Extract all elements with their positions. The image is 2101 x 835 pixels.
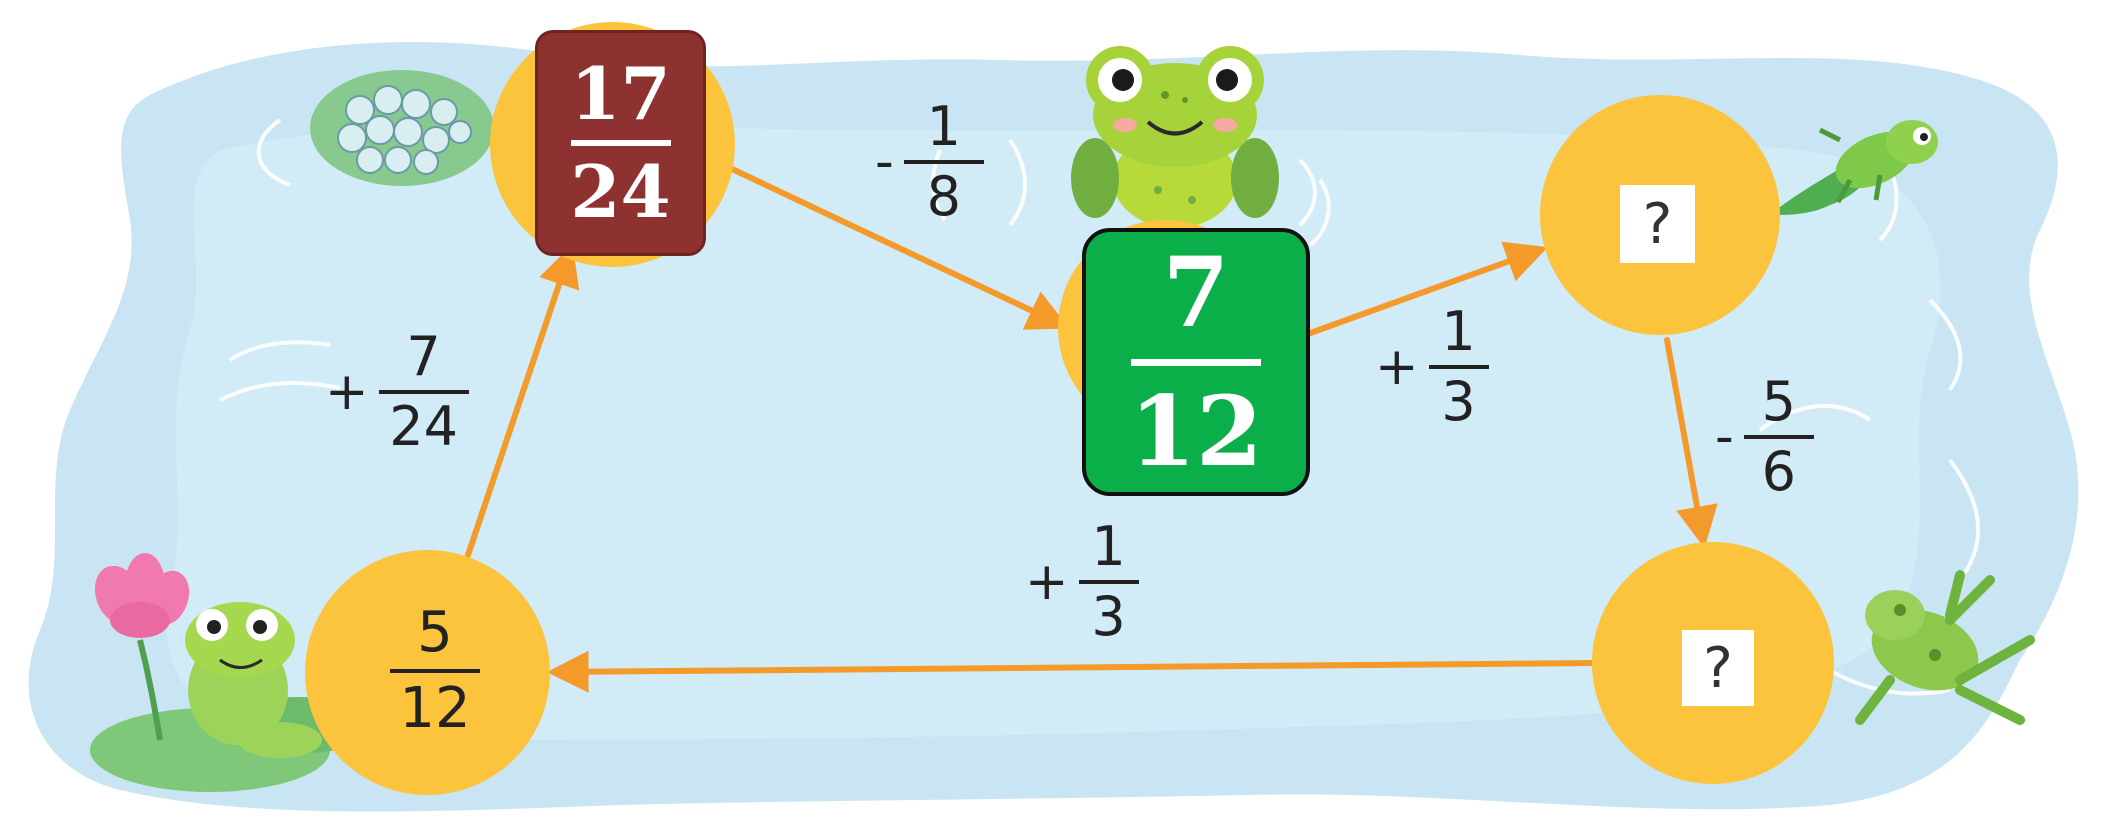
fraction-denominator: 12 [1129, 374, 1263, 488]
frog-center-icon [1071, 46, 1279, 228]
fraction-denominator: 8 [926, 165, 961, 228]
edge-fraction: 1 8 [903, 95, 984, 228]
arrows [465, 165, 1718, 693]
fraction-box-top-left: 17 24 [535, 30, 706, 256]
jumping-frog-icon [1855, 570, 2035, 725]
fraction-bar [1131, 358, 1261, 366]
fraction-box-center: 7 12 [1082, 228, 1310, 496]
edge-label-top-right-to-bottom-right: - 5 6 [1715, 375, 1814, 499]
operation-sign: + [1375, 337, 1419, 397]
fraction-numerator: 1 [926, 95, 961, 158]
edge-fraction: 5 6 [1743, 370, 1814, 503]
fraction-denominator: 3 [1441, 370, 1476, 433]
fraction-numerator: 17 [570, 51, 671, 136]
fraction-numerator: 1 [1441, 300, 1476, 363]
edge-label-center-to-top-right: + 1 3 [1375, 305, 1489, 429]
fraction-denominator: 3 [1091, 585, 1126, 648]
fraction-denominator: 6 [1761, 440, 1796, 503]
fraction-bar [570, 140, 671, 146]
edge-label-top-left-to-center: - 1 8 [875, 100, 984, 224]
fraction-denominator: 24 [570, 149, 671, 234]
fraction-bar [390, 669, 480, 673]
operation-sign: + [1025, 552, 1069, 612]
operation-sign: - [875, 132, 894, 192]
edge-label-bottom-right-to-bottom-left: + 1 3 [1025, 520, 1139, 644]
arrow-top-left-to-center [727, 165, 1070, 330]
operation-sign: - [1715, 407, 1734, 467]
arrow-bottom-right-to-bottom-left [546, 650, 1598, 693]
frog-eggs-icon [310, 70, 494, 186]
operation-sign: + [325, 362, 369, 422]
fraction-numerator: 7 [406, 325, 441, 388]
edge-label-bottom-left-to-top-left: + 7 24 [325, 330, 469, 454]
fraction-bar [1078, 580, 1139, 584]
fraction-numerator: 7 [1162, 235, 1230, 349]
unknown-box-bottom-right[interactable]: ? [1682, 630, 1754, 706]
fraction-bar [1428, 365, 1489, 369]
edge-fraction: 7 24 [378, 325, 469, 458]
fraction-numerator: 1 [1091, 515, 1126, 578]
unknown-box-top-right[interactable]: ? [1620, 185, 1695, 263]
fraction-bar [903, 160, 984, 164]
arrow-bottom-left-to-top-left [465, 244, 580, 558]
frog-on-lily-pad-icon [90, 553, 380, 792]
arrow-top-right-to-bottom-right [1664, 337, 1718, 549]
arrow-center-to-top-right [1302, 241, 1548, 338]
fraction-denominator: 12 [399, 676, 471, 741]
fraction-bar [1743, 435, 1814, 439]
young-frog-icon [1770, 120, 1938, 215]
pond-inner-highlight [166, 125, 1941, 740]
fraction-numerator: 5 [1761, 370, 1796, 433]
edge-fraction: 1 3 [1078, 515, 1139, 648]
fraction-bottom-left: 5 12 [385, 605, 485, 737]
fraction-bar [378, 390, 469, 394]
fraction-denominator: 24 [389, 395, 458, 458]
fraction-numerator: 5 [417, 600, 453, 665]
edge-fraction: 1 3 [1428, 300, 1489, 433]
